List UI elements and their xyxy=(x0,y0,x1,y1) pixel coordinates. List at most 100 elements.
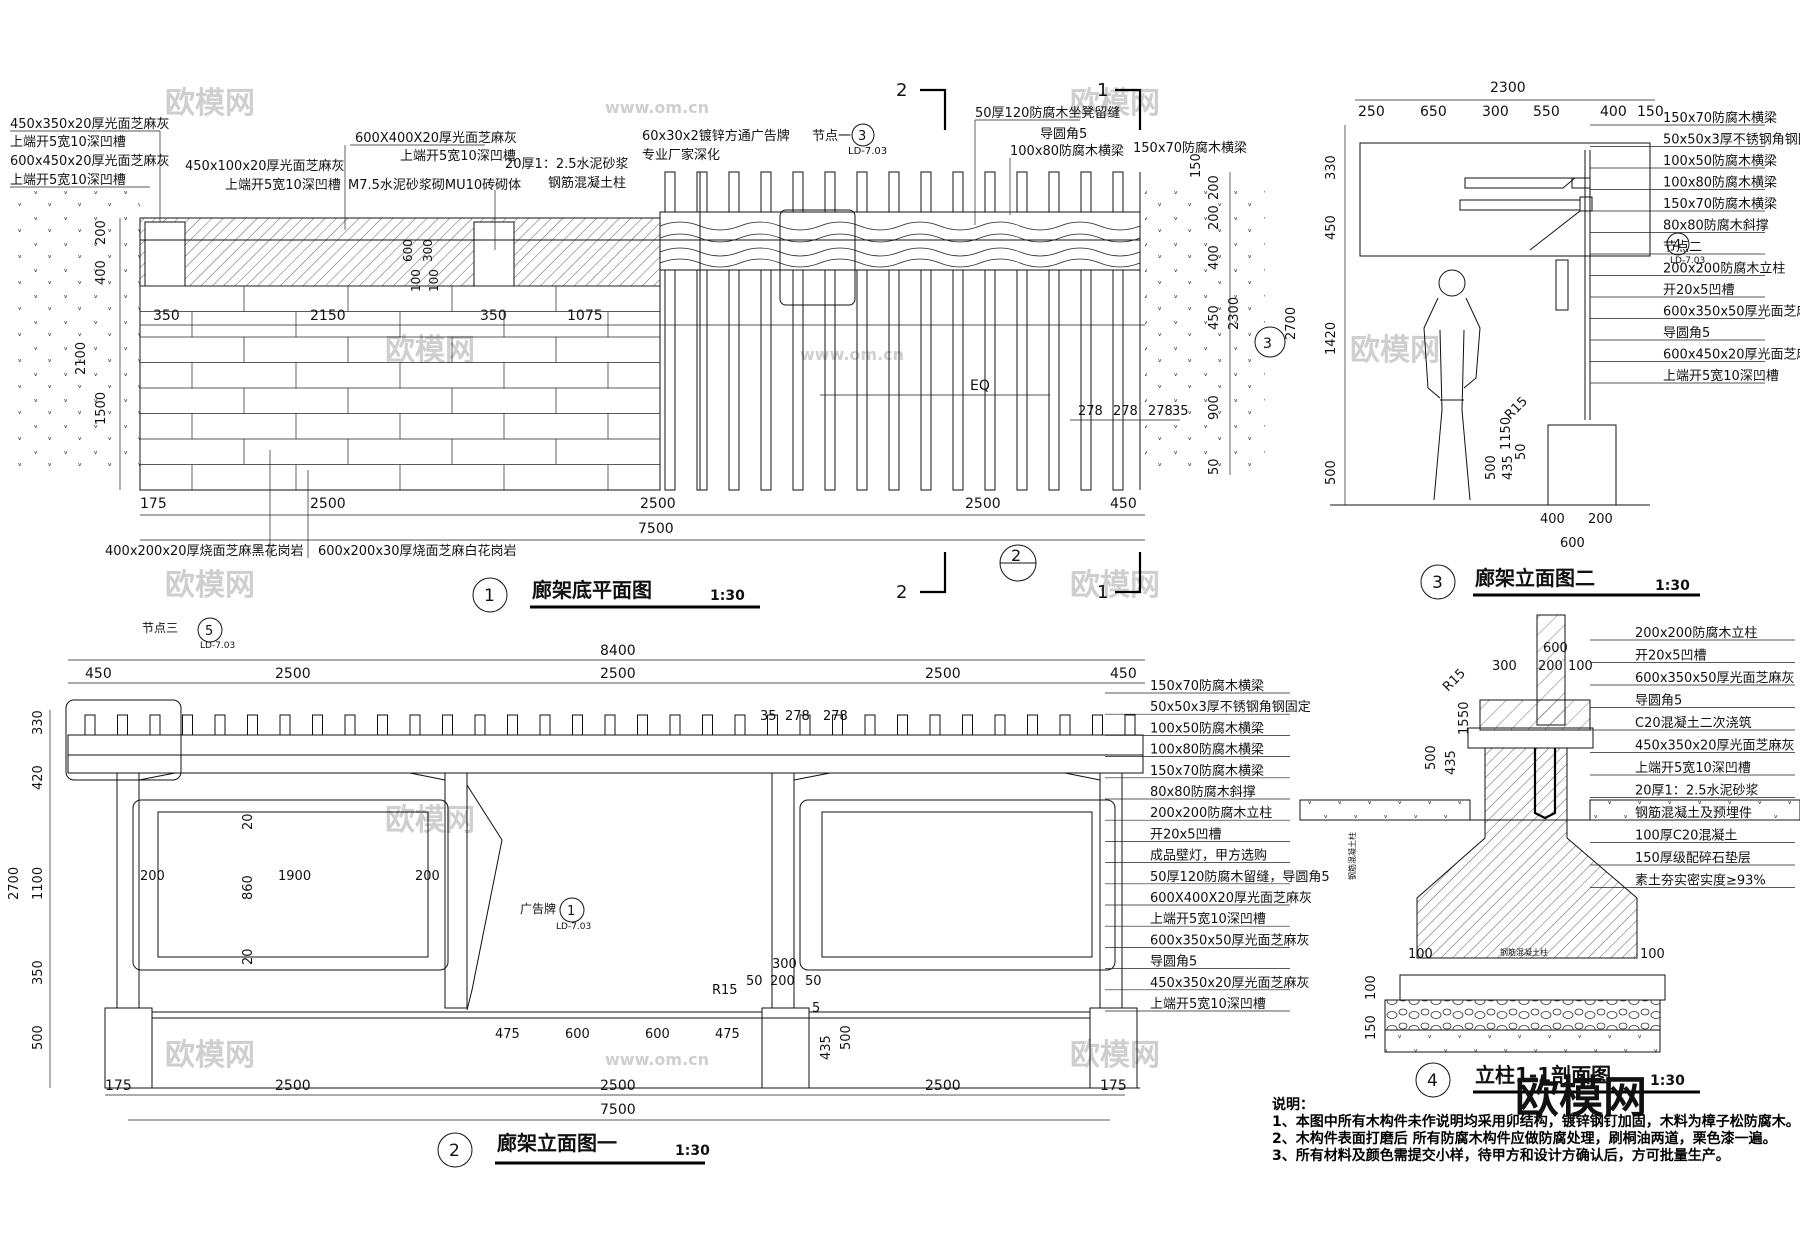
callout-label: 素土夯实密实度≥93% xyxy=(1635,873,1766,889)
plan-ref: 3 xyxy=(1263,336,1272,352)
view-title: 廊架底平面图 xyxy=(532,578,652,602)
dim-text: 350 xyxy=(31,960,46,985)
dim-text: 175 xyxy=(140,496,167,512)
callout-label: 上端开5宽10深凹槽 xyxy=(1150,996,1266,1012)
callout-label: 100x50防腐木横梁 xyxy=(1663,153,1777,169)
slat xyxy=(920,171,932,491)
label: 600X400X20厚光面芝麻灰 xyxy=(355,130,517,146)
small-label: 钢筋混凝土柱 xyxy=(1347,832,1357,880)
radius: R15 xyxy=(1440,666,1469,695)
dim-text: 350 xyxy=(153,308,180,324)
dim-text: 400 xyxy=(1600,104,1627,120)
slat xyxy=(728,171,740,491)
callout-label: 200x200防腐木立柱 xyxy=(1150,805,1272,821)
dim-text: 350 xyxy=(480,308,507,324)
dim-text: 600 xyxy=(565,1027,590,1042)
dim-text: 550 xyxy=(1533,104,1560,120)
rafters xyxy=(84,714,1136,736)
dim-text: 450 xyxy=(1324,215,1339,240)
callout-label: 100x80防腐木横梁 xyxy=(1663,175,1777,191)
label: 450x350x20厚光面芝麻灰 xyxy=(10,116,170,132)
note-item: 1、本图中所有木构件未作说明均采用卯结构，镀锌钢钉加固，木料为樟子松防腐木。 xyxy=(1272,1114,1800,1130)
callout-label: 450x350x20厚光面芝麻灰 xyxy=(1150,975,1310,991)
dim-text: 2700 xyxy=(1284,307,1299,340)
callout-label: 开20x5凹槽 xyxy=(1150,827,1222,842)
slat xyxy=(1080,171,1092,491)
callout-label: 上端开5宽10深凹槽 xyxy=(1635,760,1751,776)
view-number: 4 xyxy=(1427,1071,1438,1091)
dim-text: 600 xyxy=(1543,641,1568,656)
label: 节点一 xyxy=(812,129,851,144)
dim-text: 300 xyxy=(1492,659,1517,674)
view-scale: 1:30 xyxy=(710,588,745,604)
dim-text: 150 xyxy=(1364,1015,1379,1040)
dim-text: 500 xyxy=(1324,460,1339,485)
view-title: 立柱1-1剖面图 xyxy=(1475,1063,1611,1087)
dim-text: 1075 xyxy=(567,308,603,324)
callout-label: 80x80防腐木斜撑 xyxy=(1150,784,1256,800)
dim-text: 100 xyxy=(1364,975,1379,1000)
sheet-ref: LD-7.03 xyxy=(1670,256,1705,266)
brick-wall xyxy=(139,285,661,491)
rafter xyxy=(247,714,258,736)
dim-text: 475 xyxy=(495,1027,520,1042)
dim-text: 35 xyxy=(760,709,777,724)
dim-text: 2500 xyxy=(275,1078,311,1094)
node-ref: 3 xyxy=(858,129,866,144)
callout-label: 80x80防腐木斜撑 xyxy=(1663,218,1769,234)
eq-mark: EQ xyxy=(970,378,990,394)
dim-text: 15 xyxy=(1457,718,1472,735)
rafter xyxy=(312,714,323,736)
watermark: 欧模网 xyxy=(1070,1038,1160,1073)
rafter xyxy=(962,714,973,736)
dim-text: 600 xyxy=(401,239,415,262)
notes-heading: 说明： xyxy=(1272,1097,1314,1113)
dim-text: 435 xyxy=(1501,455,1516,480)
dim-text: 200 xyxy=(770,974,795,989)
dim-text: 2500 xyxy=(925,1078,961,1094)
dim-text: 200 xyxy=(94,220,109,245)
callout-label: 20厚1：2.5水泥砂浆 xyxy=(1635,784,1759,799)
view-scale: 1:30 xyxy=(1655,578,1690,594)
dim-text: 175 xyxy=(105,1078,132,1094)
rafter xyxy=(117,714,128,736)
watermark-url: www.om.cn xyxy=(605,98,709,117)
callout-label: 150x70防腐木横梁 xyxy=(1663,110,1777,126)
callout-label: 开20x5凹槽 xyxy=(1635,649,1707,664)
watermark: 欧模网 xyxy=(165,1038,255,1073)
section-mark: 2 xyxy=(1011,546,1021,565)
dim-text: 600 xyxy=(645,1027,670,1042)
callout-label: 100x80防腐木横梁 xyxy=(1150,742,1264,758)
label: 上端开5宽10深凹槽 xyxy=(10,172,126,188)
rafter xyxy=(279,714,291,736)
notes: 说明： 1、本图中所有木构件未作说明均采用卯结构，镀锌钢钉加固，木料为樟子松防腐… xyxy=(1272,1097,1800,1165)
callout-label: 成品壁灯，甲方选购 xyxy=(1150,848,1267,864)
dim-text: 420 xyxy=(31,765,46,790)
dim-text: 278 xyxy=(823,709,848,724)
slat xyxy=(792,171,804,491)
scale-figure xyxy=(1423,269,1481,501)
rafter xyxy=(1092,714,1103,736)
slat xyxy=(824,171,836,491)
section-mark: 1 xyxy=(1097,582,1108,603)
brand-logo: 欧模网 xyxy=(1515,1072,1647,1123)
dim-text: 50 xyxy=(746,974,763,989)
dim-text: 2500 xyxy=(640,496,676,512)
dim-text: 278 xyxy=(1148,404,1173,419)
dim-text: 100 xyxy=(1568,659,1593,674)
section-mark: 2 xyxy=(896,80,907,101)
callout-label: 50x50x3厚不锈钢角钢固定 xyxy=(1663,133,1800,148)
label: M7.5水泥砂浆砌MU10砖砌体 xyxy=(348,178,521,193)
rafter xyxy=(442,714,453,736)
label: 钢筋混凝土柱 xyxy=(548,175,626,191)
label: 上端开5宽10深凹槽 xyxy=(225,177,341,193)
callout-label: 开20x5凹槽 xyxy=(1663,283,1735,298)
dim-text: 300 xyxy=(772,957,797,972)
dim-text: 1150 xyxy=(1499,417,1514,450)
dim-text: 100 xyxy=(1408,947,1433,962)
rafter xyxy=(897,714,908,736)
label: 导圆角5 xyxy=(1040,127,1087,142)
dim-text: 150 xyxy=(1637,104,1664,120)
callout-label: 导圆角5 xyxy=(1150,955,1197,970)
dim-text: 200 xyxy=(1207,175,1222,200)
